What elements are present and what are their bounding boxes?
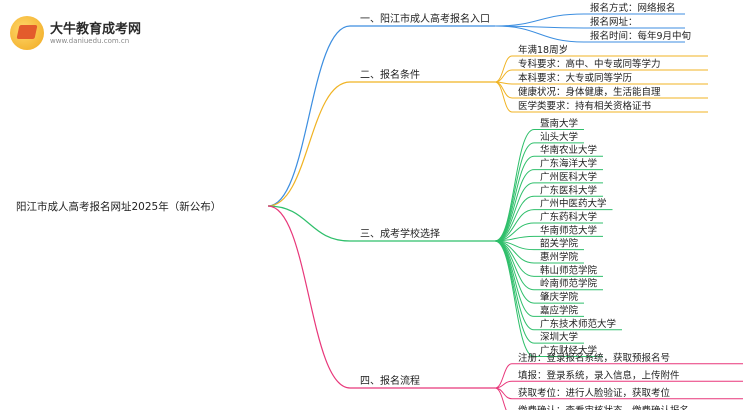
graduation-cap-icon	[10, 16, 44, 50]
leaf-node: 广东药科大学	[540, 211, 597, 223]
leaf-link	[494, 387, 507, 410]
leaf-link	[494, 169, 535, 242]
leaf-node: 年满18周岁	[518, 44, 568, 56]
leaf-node: 专科要求：高中、中专或同等学力	[518, 58, 661, 70]
leaf-node: 岭南师范学院	[540, 278, 598, 290]
leaf-node: 华南师范大学	[540, 224, 597, 236]
leaf-link	[494, 69, 513, 83]
brand-url: www.daniuedu.com.cn	[50, 37, 130, 45]
leaf-link	[494, 55, 513, 83]
leaf-node: 本科要求：大专或同等学历	[518, 72, 632, 84]
leaf-node: 暨南大学	[540, 118, 578, 130]
leaf-link	[494, 363, 513, 389]
leaf-node: 填报：登录系统，录入信息，上传附件	[518, 369, 680, 381]
leaf-node: 健康状况：身体健康，生活能自理	[518, 86, 661, 98]
leaf-link	[494, 25, 585, 43]
branch-link	[267, 205, 351, 389]
brand-logo: 大牛教育成考网 www.daniuedu.com.cn	[10, 14, 160, 54]
root-node: 阳江市成人高考报名网址2025年（新公布）	[16, 200, 221, 213]
leaf-link	[494, 240, 535, 357]
leaf-node: 嘉应学院	[540, 304, 579, 316]
branch-node: 二、报名条件	[360, 68, 420, 81]
leaf-link	[494, 142, 535, 242]
leaf-node: 广东海洋大学	[540, 158, 597, 170]
leaf-node: 注册：登录报名系统，获取预报名号	[518, 352, 670, 364]
branch-node: 四、报名流程	[360, 374, 420, 387]
leaf-node: 医学类要求：持有相关资格证书	[518, 100, 652, 112]
leaf-node: 获取考位：进行人脸验证，获取考位	[518, 387, 671, 399]
leaf-link	[494, 195, 535, 242]
leaf-link	[494, 13, 585, 27]
leaf-node: 广东财经大学	[540, 344, 597, 356]
leaf-node: 广东医科大学	[540, 184, 597, 196]
branch-link	[267, 205, 351, 242]
branch-node: 三、成考学校选择	[360, 227, 440, 240]
branch-node: 一、阳江市成人高考报名入口	[360, 12, 490, 25]
leaf-node: 肇庆学院	[540, 291, 579, 303]
leaf-link	[494, 81, 513, 113]
leaf-node: 缴费确认：查看审核状态，缴费确认报名	[518, 404, 689, 410]
leaf-node: 广州医科大学	[540, 171, 597, 183]
leaf-node: 深圳大学	[540, 331, 578, 343]
leaf-link	[494, 129, 535, 242]
leaf-node: 广东技术师范大学	[540, 318, 616, 330]
leaf-node: 韩山师范学院	[540, 264, 598, 276]
leaf-link	[494, 240, 535, 291]
leaf-link	[494, 155, 535, 242]
leaf-node: 报名方式：网络报名	[590, 2, 676, 14]
leaf-link	[494, 240, 535, 331]
leaf-node: 惠州学院	[540, 251, 579, 263]
leaf-link	[494, 240, 535, 344]
leaf-node: 报名网址：	[590, 16, 638, 28]
leaf-node: 广州中医药大学	[540, 198, 607, 210]
leaf-node: 报名时间：每年9月中旬	[590, 30, 691, 42]
brand-title: 大牛教育成考网	[50, 22, 142, 37]
leaf-node: 汕头大学	[540, 131, 578, 143]
leaf-node: 韶关学院	[540, 238, 579, 250]
branch-link	[267, 81, 351, 207]
leaf-node: 华南农业大学	[540, 144, 597, 156]
branch-link	[267, 25, 351, 207]
